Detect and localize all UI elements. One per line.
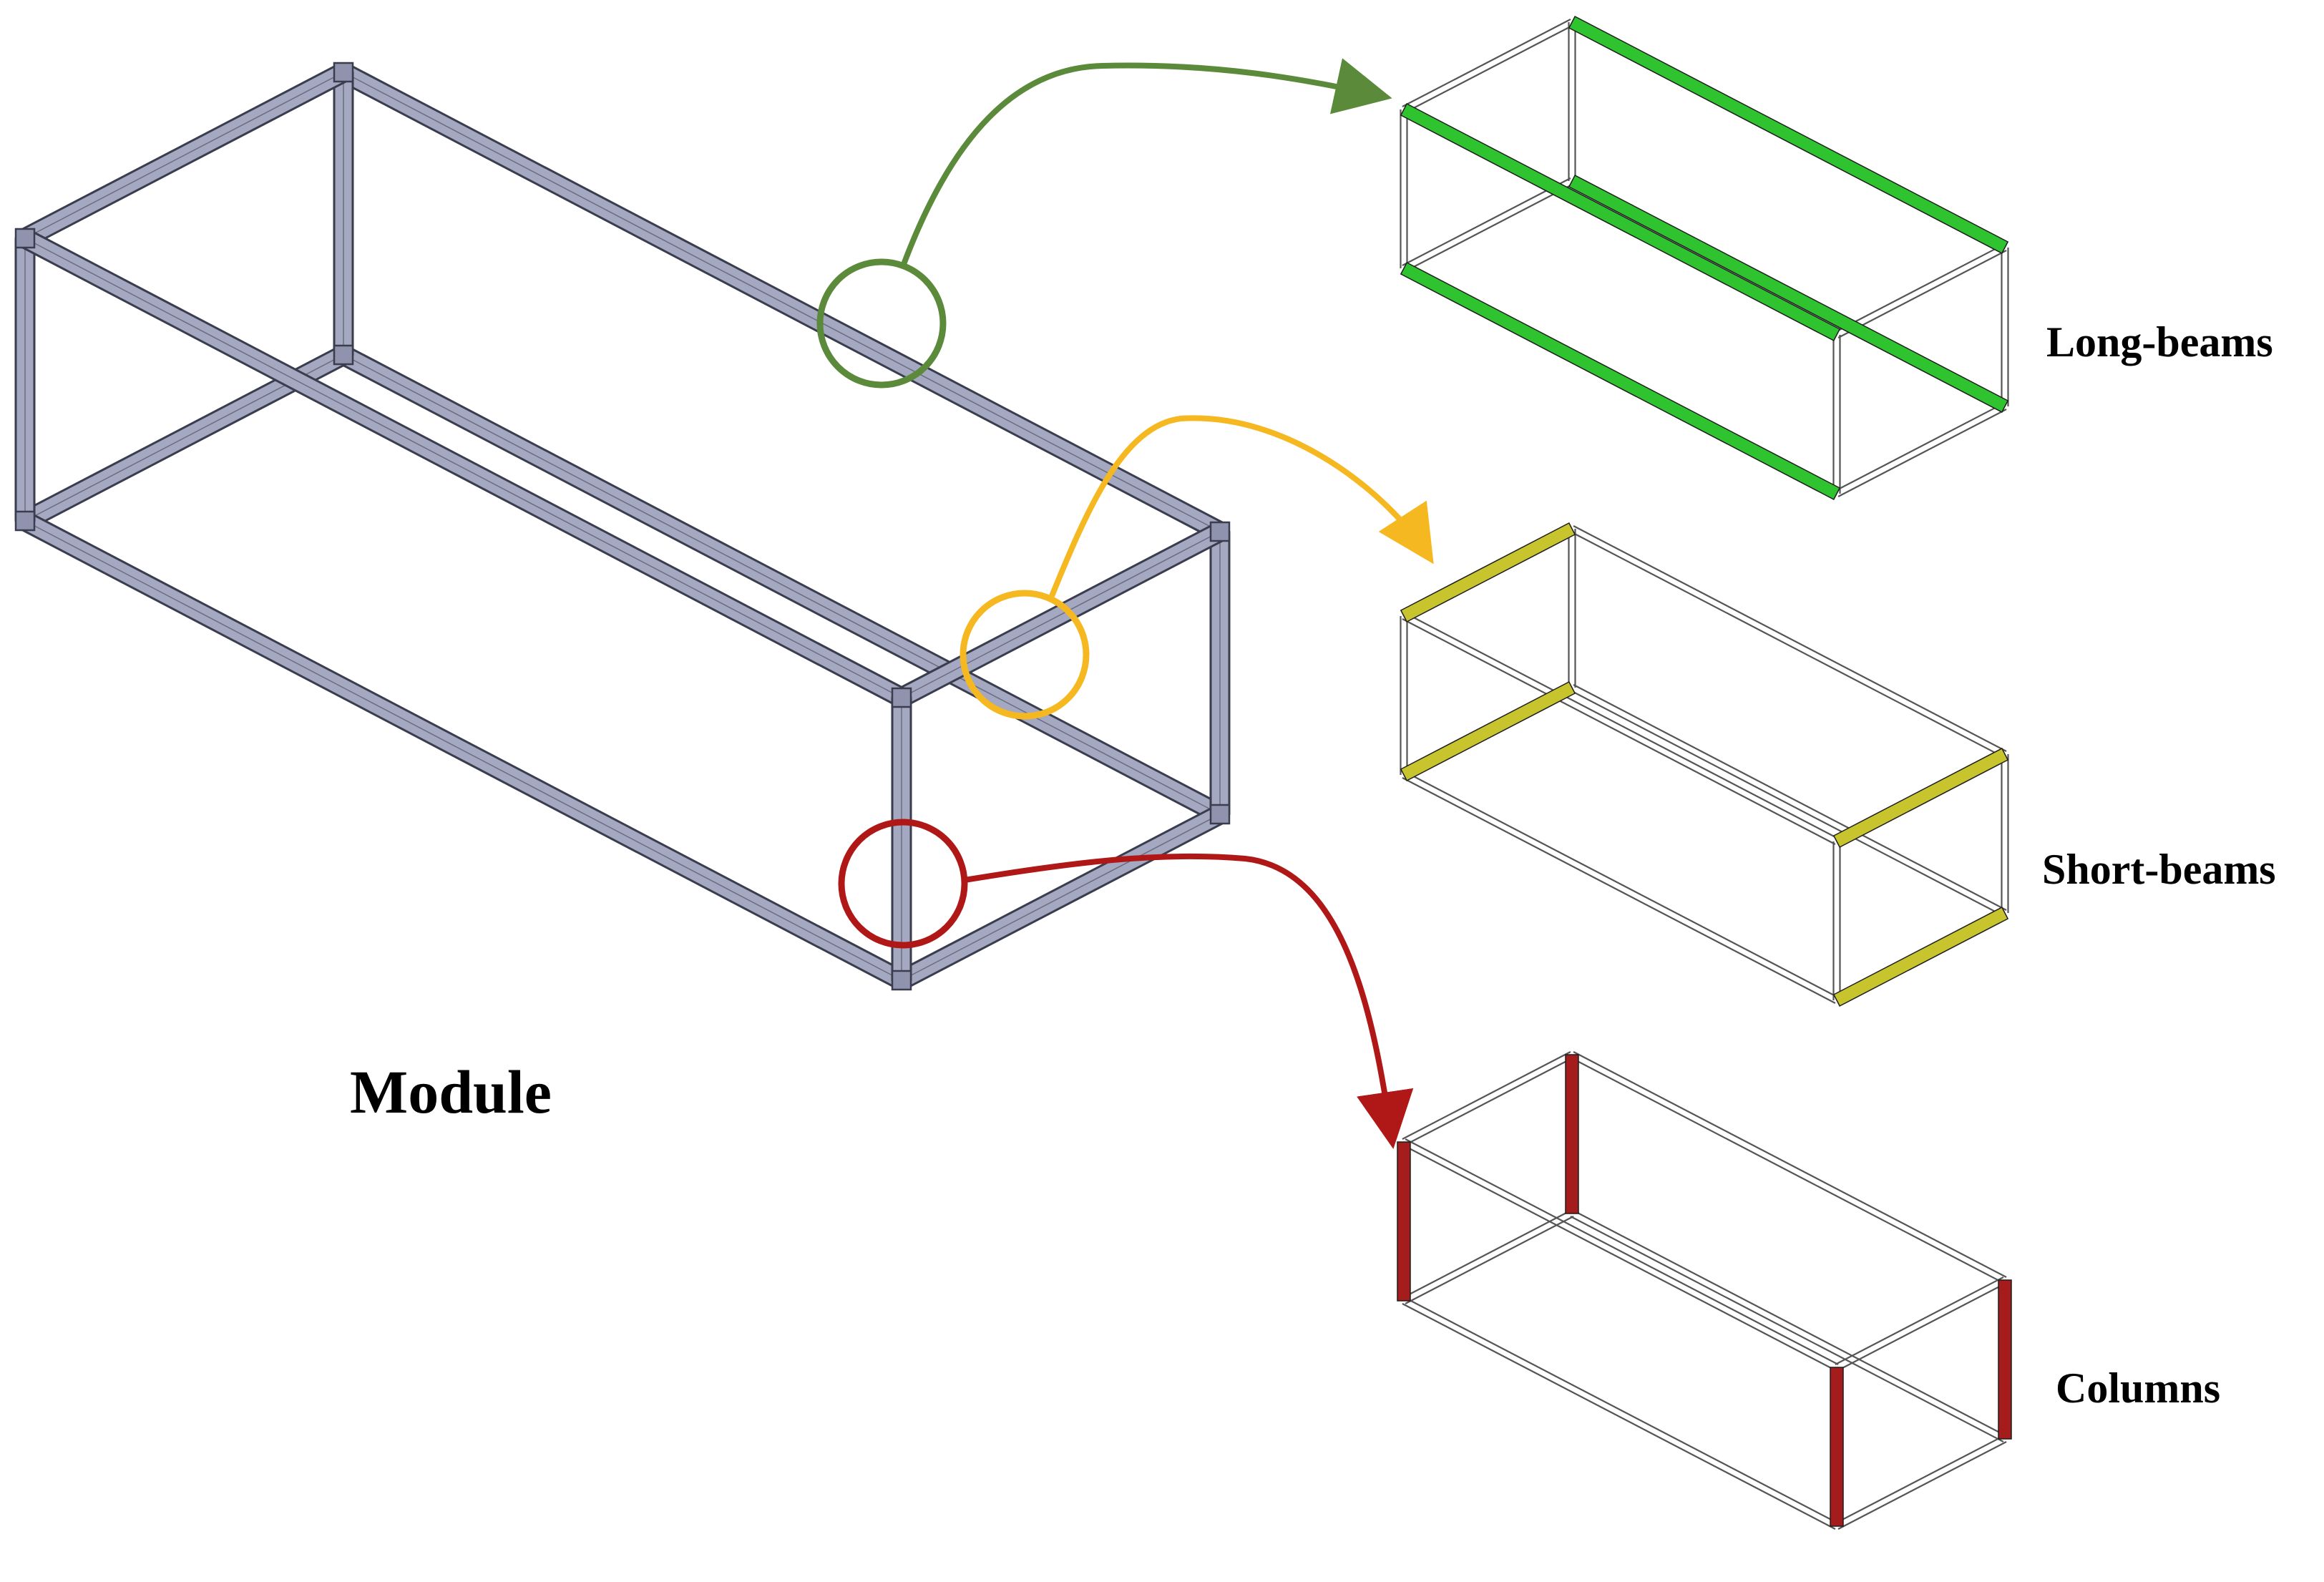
columns-view-wire-short-11-a xyxy=(1837,1282,2007,1371)
long-beams-label: Long-beams xyxy=(2046,318,2273,366)
short-beams-view-wire-long-01-b xyxy=(1405,612,1839,839)
columns-label: Columns xyxy=(2056,1364,2220,1412)
short-beams-view-wire-long-00-b xyxy=(1405,771,1839,998)
short-beams-label: Short-beams xyxy=(2042,846,2276,893)
short-beams-view xyxy=(1400,522,2009,1007)
long-beams-view-wire-short-01-b xyxy=(1402,19,1571,107)
short-beams-view-wire-long-10-a xyxy=(1570,690,2004,917)
columns-view-member-col-00 xyxy=(1397,1141,1411,1302)
long-beams-view-member-long-10 xyxy=(1568,175,2009,413)
columns-view-wire-short-01-b xyxy=(1402,1051,1571,1140)
module-joint-110 xyxy=(1209,804,1231,825)
short-beams-view-member-short-11 xyxy=(1832,748,2009,848)
module-joint-010 xyxy=(333,344,354,366)
long-beams-view xyxy=(1400,16,2009,500)
columns-view-wire-short-10-a xyxy=(1837,1441,2007,1530)
columns-view-wire-long-11-a xyxy=(1570,1057,2004,1284)
short-beams-view-member-short-10 xyxy=(1832,907,2009,1007)
module-label: Module xyxy=(350,1058,552,1126)
columns-arrow-icon xyxy=(964,853,1414,1149)
long-beams-arrow-icon xyxy=(900,58,1392,268)
columns-view-wire-long-01-a xyxy=(1402,1144,1836,1371)
long-beams-view-wire-short-11-a xyxy=(1837,250,2007,338)
module-short-11-highlight xyxy=(901,531,1221,698)
columns-view-wire-long-10-b xyxy=(1573,1210,2007,1437)
long-beams-view-wire-short-10-b xyxy=(1835,403,2004,492)
long-beams-view-member-long-00 xyxy=(1400,262,1841,500)
module-frame xyxy=(14,62,1231,991)
long-beams-view-member-long-11 xyxy=(1568,16,2009,254)
long-beams-view-wire-short-00-a xyxy=(1405,183,1574,272)
short-beams-view-wire-long-11-b xyxy=(1573,525,2007,752)
short-beams-view-wire-long-10-b xyxy=(1573,684,2007,911)
module-long-11-highlight xyxy=(343,72,1221,532)
columns-view-member-col-01 xyxy=(1565,1054,1579,1214)
module-long-10-highlight xyxy=(343,354,1221,815)
short-beams-view-wire-long-01-a xyxy=(1402,618,1836,845)
module-joint-001 xyxy=(14,228,36,249)
long-beams-callout-icon xyxy=(816,258,947,389)
long-beams-view-wire-short-11-b xyxy=(1835,244,2004,333)
module-long-01-highlight xyxy=(24,238,902,698)
columns-view-wire-long-00-b xyxy=(1405,1297,1839,1524)
short-beams-view-member-short-01 xyxy=(1400,522,1576,622)
long-beams-view-wire-short-10-a xyxy=(1837,409,2007,497)
columns-view-wire-long-10-a xyxy=(1570,1216,2004,1442)
columns-view-wire-long-11-b xyxy=(1573,1051,2007,1278)
module-joint-101 xyxy=(891,687,912,708)
columns-view-member-col-11 xyxy=(1998,1279,2012,1440)
long-beams-view-wire-short-00-b xyxy=(1402,177,1571,266)
columns-view-wire-short-10-b xyxy=(1835,1435,2004,1524)
short-beams-arrow-icon xyxy=(1049,415,1434,597)
columns-view-wire-long-00-a xyxy=(1402,1303,1836,1530)
columns-view-wire-short-11-b xyxy=(1835,1276,2004,1365)
columns-view-wire-short-01-a xyxy=(1405,1057,1574,1146)
module-joint-011 xyxy=(333,62,354,83)
long-beams-view-member-long-01 xyxy=(1400,103,1841,341)
columns-view-wire-long-01-b xyxy=(1405,1138,1839,1365)
module-joint-100 xyxy=(891,970,912,991)
module-short-01-highlight xyxy=(24,72,344,239)
columns-view xyxy=(1397,1051,2012,1530)
columns-view-wire-short-00-b xyxy=(1402,1210,1571,1299)
columns-view-member-col-10 xyxy=(1830,1367,1844,1527)
module-long-00-highlight xyxy=(24,520,902,981)
columns-callout-icon xyxy=(838,819,968,949)
long-beams-view-wire-short-01-a xyxy=(1405,24,1574,113)
columns-view-wire-short-00-a xyxy=(1405,1216,1574,1304)
short-beams-view-member-short-00 xyxy=(1400,681,1576,781)
short-beams-callout-icon xyxy=(960,590,1090,720)
module-joint-111 xyxy=(1209,521,1231,542)
module-joint-000 xyxy=(14,510,36,532)
short-beams-view-wire-long-11-a xyxy=(1570,531,2004,758)
short-beams-view-wire-long-00-a xyxy=(1402,777,1836,1004)
module-short-10-highlight xyxy=(901,814,1221,981)
